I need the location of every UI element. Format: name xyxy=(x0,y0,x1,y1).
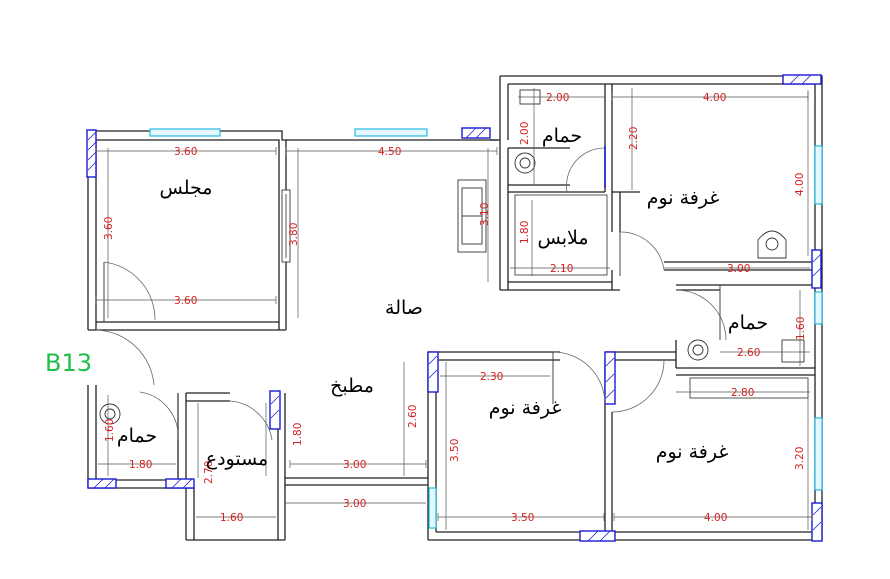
washbasin xyxy=(99,403,121,425)
plot-label: B13 xyxy=(45,349,92,377)
dim-bath-top-w: 2.00 xyxy=(546,92,569,104)
washbasin xyxy=(687,339,805,363)
column xyxy=(811,502,823,542)
sofa xyxy=(457,179,487,253)
room-labels: مجلس صالة مطبخ غرفة نوم غرفة نوم غرفة نو… xyxy=(117,125,768,470)
dim-ne-lower-w: 3.00 xyxy=(727,263,750,275)
window xyxy=(428,487,437,529)
dim-bath-r-w: 2.60 xyxy=(737,347,760,359)
dim-bed-se-bottom: 4.00 xyxy=(704,512,727,524)
door-swing xyxy=(95,329,155,386)
window xyxy=(149,128,221,137)
door-swing xyxy=(611,359,665,413)
dim-store-v: 1.80 xyxy=(292,423,304,446)
column xyxy=(165,478,195,489)
column xyxy=(427,351,439,393)
dim-east-v: 4.00 xyxy=(794,173,806,196)
window xyxy=(814,145,823,205)
column-hatch xyxy=(87,74,822,542)
door-swing xyxy=(675,289,727,341)
room-storage: مستودع xyxy=(206,448,268,470)
dim-hall-v: 3.80 xyxy=(288,223,300,246)
dim-bath-l-v: 1.60 xyxy=(104,419,116,442)
dimension-labels: 3.60 3.60 3.60 4.50 3.80 3.10 2.00 2.00 … xyxy=(103,92,807,524)
dim-bed-ne-h: 2.20 xyxy=(628,127,640,150)
dim-bath-l-w: 1.80 xyxy=(129,459,152,471)
room-kitchen: مطبخ xyxy=(330,375,374,397)
window xyxy=(814,417,823,491)
window xyxy=(814,291,823,325)
window xyxy=(354,128,428,137)
room-bath-right: حمام xyxy=(728,312,768,334)
dim-bath-top-h: 2.00 xyxy=(519,122,531,145)
door-swing xyxy=(103,261,156,321)
column xyxy=(782,74,822,85)
door-swing xyxy=(619,231,665,271)
room-bath-top: حمام xyxy=(542,125,582,147)
dim-passage-w: 3.00 xyxy=(343,498,366,510)
dimension-lines xyxy=(95,88,813,530)
dim-majlis-side: 3.60 xyxy=(103,217,115,240)
dim-store-v2: 2.70 xyxy=(203,461,215,484)
dim-bed-mid-w: 2.30 xyxy=(480,371,503,383)
tv-unit xyxy=(281,189,291,263)
bed-headboard xyxy=(757,230,787,259)
dim-dress-v: 1.80 xyxy=(519,221,531,244)
door-swing xyxy=(566,147,606,193)
room-dressing: ملابس xyxy=(537,227,588,249)
dim-dress-w: 2.10 xyxy=(550,263,573,275)
room-bedroom-se: غرفة نوم xyxy=(656,441,729,463)
dim-majlis-bottom: 3.60 xyxy=(174,295,197,307)
dim-bed-se-v: 3.20 xyxy=(794,447,806,470)
column xyxy=(269,390,281,430)
column xyxy=(461,127,491,139)
room-bedroom-ne: غرفة نوم xyxy=(647,187,720,209)
dim-bed-ne-w: 4.00 xyxy=(703,92,726,104)
dim-bed-mid-v: 3.50 xyxy=(449,439,461,462)
room-majlis: مجلس xyxy=(160,177,213,199)
room-bath-left: حمام xyxy=(117,425,157,447)
dim-bed-mid-bottom: 3.50 xyxy=(511,512,534,524)
doors xyxy=(95,146,727,441)
dim-hall-top: 4.50 xyxy=(378,146,401,158)
dim-kitchen-w: 3.00 xyxy=(343,459,366,471)
windows xyxy=(149,128,823,529)
column xyxy=(579,530,616,542)
door-swing xyxy=(552,351,606,405)
dimension-ticks xyxy=(95,93,813,521)
dim-store-w: 1.60 xyxy=(220,512,243,524)
column xyxy=(87,478,117,489)
column xyxy=(811,249,822,289)
room-bedroom-mid: غرفة نوم xyxy=(489,397,562,419)
dim-sofa-v: 3.10 xyxy=(479,203,491,226)
dim-majlis-top: 3.60 xyxy=(174,146,197,158)
dim-kitchen-v: 2.60 xyxy=(407,405,419,428)
room-hall: صالة xyxy=(385,297,423,319)
door-swing xyxy=(229,400,273,441)
columns xyxy=(86,74,823,542)
dim-bed-se-top: 2.80 xyxy=(731,387,754,399)
dim-bath-r-h: 1.60 xyxy=(795,317,807,340)
